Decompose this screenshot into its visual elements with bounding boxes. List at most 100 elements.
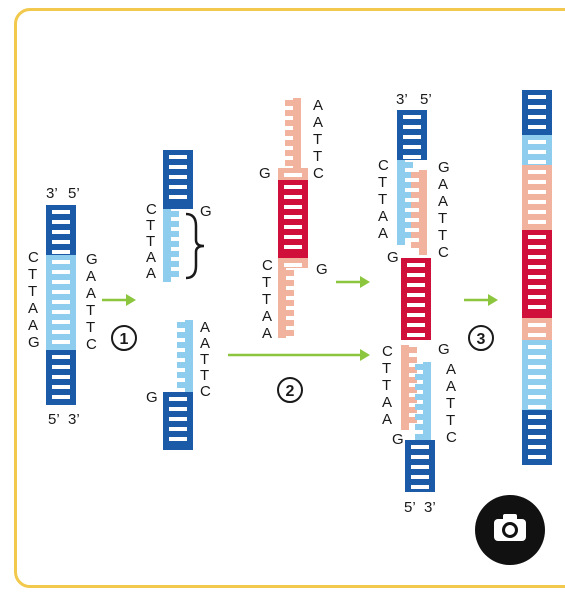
assembled-top-dna-rung (403, 145, 421, 149)
strand-end-3-top: 3’ (46, 185, 58, 202)
bottom-fragment-sticky-end (185, 320, 193, 392)
assembled-insert-core-rung (407, 263, 425, 267)
base-letter: A (378, 225, 388, 242)
base-letter: A (382, 411, 392, 428)
final-salmon-lower-rung (528, 333, 546, 337)
base-letter: T (262, 291, 271, 308)
strand-end-3-bottom: 3’ (68, 411, 80, 428)
final-blue-lower-rung (528, 345, 546, 349)
bottom-fragment-sticky-end-tooth (177, 372, 185, 378)
assembled-upper-salmon-tooth (411, 222, 419, 228)
assembled-upper-left-sequence: C T T A A (378, 157, 389, 242)
strand-end-5-bottom: 5’ (48, 411, 60, 428)
base-letter: A (313, 114, 323, 131)
base-letter: A (438, 193, 448, 210)
bottom-fragment-sticky-end-tooth (177, 322, 185, 328)
assembled-lower-salmon-tooth (409, 407, 417, 413)
assembled-lower-salmon-tooth (409, 357, 417, 363)
strand-end-3-bottom: 3’ (424, 499, 436, 516)
base-letter: T (446, 395, 455, 412)
final-insert-rung (528, 305, 546, 309)
base-letter: T (262, 274, 271, 291)
top-fragment-dna-rung (169, 195, 187, 199)
bottom-fragment-sticky-end-tooth (177, 332, 185, 338)
top-fragment-dna-rung (169, 165, 187, 169)
original-right-sequence: G A A T T C (86, 251, 98, 353)
assembled-upper-salmon-tooth (411, 202, 419, 208)
assembled-upper-blue-tooth (405, 222, 413, 228)
base-letter: C (446, 429, 457, 446)
assembled-bottom-dna-rung (411, 485, 429, 489)
insert-core-rung (284, 215, 302, 219)
assembled-lower-blue-tooth (415, 374, 423, 380)
assembled-upper-salmon-tooth (411, 232, 419, 238)
assembled-insert-core-rung (407, 293, 425, 297)
base-letter: T (200, 351, 209, 368)
final-dna-top-rung (528, 115, 546, 119)
assembled-lower-blue-tooth (415, 424, 423, 430)
top-fragment-dna-rung (169, 155, 187, 159)
base-letter: T (446, 412, 455, 429)
bottom-fragment-dna-rung (169, 437, 187, 441)
base-letter: T (382, 377, 391, 394)
insert-top-sticky-end-tooth (285, 120, 293, 126)
bottom-fragment-dna-rung (169, 417, 187, 421)
bottom-fragment-dna-rung (169, 407, 187, 411)
base-letter: A (438, 176, 448, 193)
assembled-top-dna-rung (403, 125, 421, 129)
assembled-upper-right-sequence: G A A T T C (438, 159, 450, 261)
original-dna-site-rung (52, 330, 70, 334)
base-letter-g: G (200, 203, 212, 220)
final-salmon-upper-rung (528, 210, 546, 214)
top-fragment-sticky-end (163, 209, 171, 282)
original-dna-site-rung (52, 280, 70, 284)
assembled-insert-core-rung (407, 313, 425, 317)
final-dna-top-rung (528, 95, 546, 99)
base-letter: A (28, 317, 38, 334)
assembled-upper-blue-tooth (405, 212, 413, 218)
final-salmon-upper-rung (528, 200, 546, 204)
final-salmon-upper-rung (528, 190, 546, 194)
camera-button[interactable] (475, 495, 545, 565)
step-2-marker: 2 (277, 377, 303, 403)
assembled-lower-blue-tooth (415, 434, 423, 440)
final-dna-bottom-rung (528, 435, 546, 439)
original-dna-site-rung (52, 310, 70, 314)
original-dna-bottom-rung (52, 365, 70, 369)
top-fragment-sticky-end-tooth (171, 271, 179, 277)
base-letter: A (146, 265, 156, 282)
assembled-upper-blue-tooth (405, 172, 413, 178)
insert-top-sticky-end-tooth (285, 110, 293, 116)
original-dna-top-rung (52, 240, 70, 244)
base-letter: T (28, 283, 37, 300)
final-insert-rung (528, 255, 546, 259)
assembled-top-dna-rung (403, 115, 421, 119)
assembled-upper-salmon (419, 170, 427, 255)
assembled-upper-blue-tooth (405, 162, 413, 168)
strand-end-3-top: 3’ (396, 91, 408, 108)
original-dna-bottom-rung (52, 385, 70, 389)
base-letter: A (28, 300, 38, 317)
base-letter: C (382, 343, 393, 360)
original-dna-site-rung (52, 260, 70, 264)
step-1-marker: 1 (111, 325, 137, 351)
base-letter: T (86, 302, 95, 319)
bottom-fragment-sticky-end-tooth (177, 362, 185, 368)
final-insert-rung (528, 295, 546, 299)
step-2-label: 2 (286, 383, 295, 400)
assembled-upper-salmon-tooth (411, 182, 419, 188)
camera-icon (494, 514, 526, 541)
assembled-bottom-dna-rung (411, 445, 429, 449)
base-letter: T (28, 266, 37, 283)
original-dna-top-rung (52, 250, 70, 254)
base-letter-g: G (146, 389, 158, 406)
top-fragment-sticky-end-tooth (171, 231, 179, 237)
base-letter: A (200, 319, 210, 336)
final-dna-bottom-rung (528, 425, 546, 429)
base-letter: T (313, 148, 322, 165)
assembled-upper-blue-tooth (405, 192, 413, 198)
insert-top-sequence: A A T T C (313, 97, 324, 182)
bottom-fragment-dna-rung (169, 427, 187, 431)
insert-bottom-sticky-end-tooth (286, 300, 294, 306)
top-fragment-sticky-end-tooth (171, 241, 179, 247)
